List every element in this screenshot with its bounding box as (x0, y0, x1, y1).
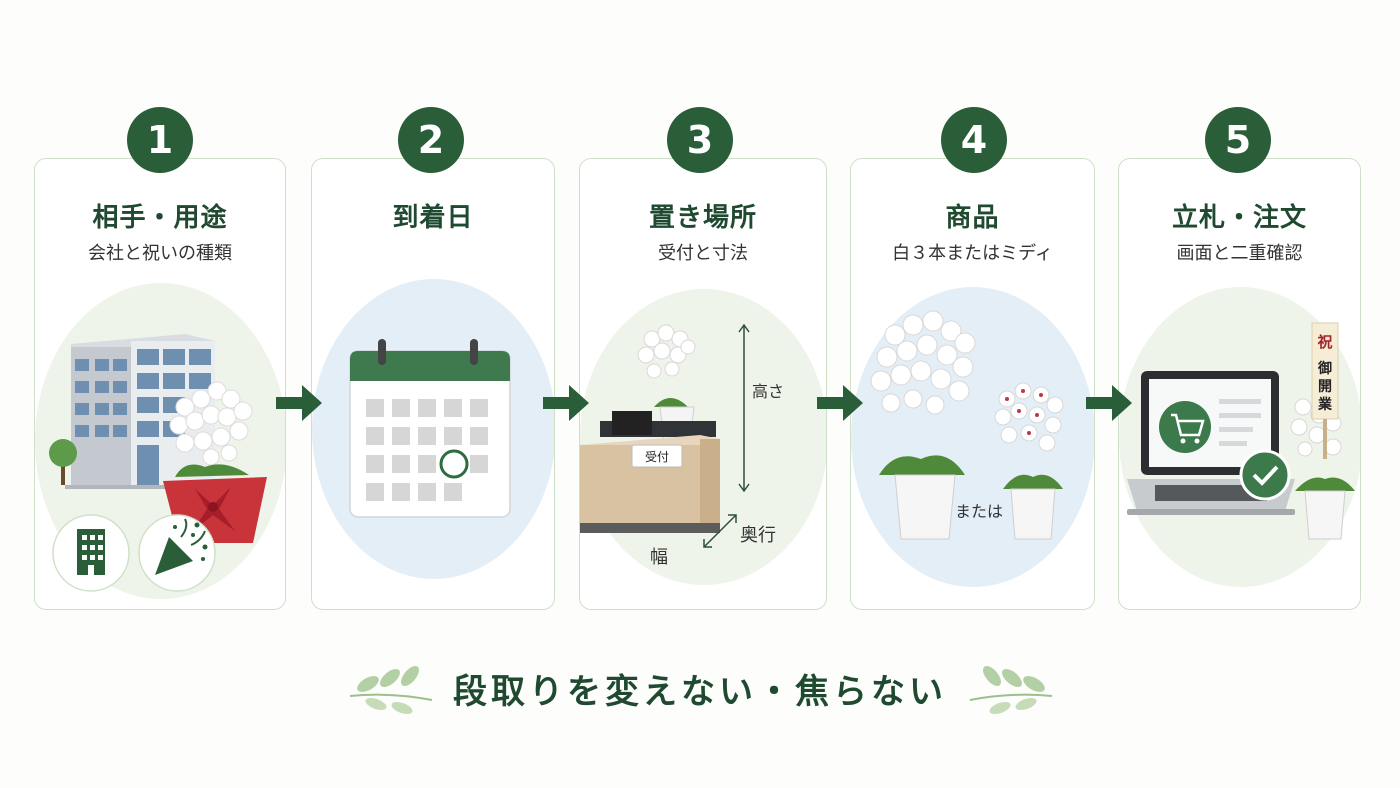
leaf-branch-left-icon (349, 666, 433, 715)
step-5-illustration: 祝 御 開 業 (1119, 287, 1360, 587)
orchid-gift-pot (163, 381, 267, 543)
step-4-subtitle: 白３本またはミディ (892, 243, 1053, 264)
height-label: 高さ (752, 382, 784, 401)
reception-sign (631, 444, 683, 468)
calendar-icon (349, 339, 511, 518)
reception-desk: 受付 (580, 411, 720, 533)
step-1-number-badge: 1 (127, 107, 193, 173)
step-3-illustration: 受付 高さ 奥行 幅 (580, 289, 826, 585)
or-label: または (955, 502, 1003, 521)
step-1-title: 相手・用途 (92, 203, 228, 233)
midi-orchid-pot (994, 382, 1064, 540)
tag-celebration-char: 祝 (1317, 333, 1332, 351)
step-5-title: 立札・注文 (1171, 203, 1307, 233)
shopping-cart-icon (1159, 401, 1211, 453)
step-4-illustration: または (851, 287, 1094, 587)
step-2-number-badge: 2 (398, 107, 464, 173)
step-1-illustration (35, 283, 285, 599)
step-4-number-badge: 4 (941, 107, 1007, 173)
tag-char-1: 御 (1317, 360, 1332, 377)
depth-label: 奥行 (740, 525, 776, 546)
step-5-number-badge: 5 (1205, 107, 1271, 173)
step-4-title: 商品 (945, 203, 1000, 233)
order-form-lines (1219, 399, 1261, 446)
height-dimension-arrow (738, 323, 750, 493)
reception-label: 受付 (645, 450, 669, 464)
step-3-card: 置き場所 受付と寸法 受付 高さ (579, 158, 827, 610)
arrow-right-icon-2 (543, 385, 589, 421)
step-2-illustration (312, 279, 554, 579)
depth-dimension-arrow (703, 514, 737, 548)
tag-char-3: 業 (1317, 396, 1333, 413)
arrow-right-icon-3 (817, 385, 863, 421)
step-5-subtitle: 画面と二重確認 (1176, 243, 1303, 264)
company-icon (52, 514, 130, 592)
slogan-text: 段取りを変えない・焦らない (453, 672, 947, 712)
checkmark-icon (1239, 449, 1291, 501)
width-label: 幅 (650, 547, 668, 568)
step-4-card: 商品 白３本またはミディ または (850, 158, 1095, 610)
step-3-title: 置き場所 (648, 203, 757, 233)
step-5-card: 立札・注文 画面と二重確認 (1118, 158, 1361, 610)
large-orchid-pot (870, 310, 976, 540)
arrow-right-icon-1 (276, 385, 322, 421)
step-2-title: 到着日 (392, 203, 474, 233)
selected-date-circle (439, 449, 469, 479)
step-3-number-badge: 3 (667, 107, 733, 173)
leaf-branch-right-icon (969, 666, 1053, 715)
party-popper-icon (138, 514, 216, 592)
step-1-card: 相手・用途 会社と祝いの種類 (34, 158, 286, 610)
celebration-tag: 祝 御 開 業 (1311, 322, 1339, 459)
step-1-subtitle: 会社と祝いの種類 (88, 243, 232, 264)
tag-char-2: 開 (1318, 379, 1332, 395)
arrow-right-icon-4 (1086, 385, 1132, 421)
step-2-card: 到着日 (311, 158, 555, 610)
step-3-subtitle: 受付と寸法 (658, 243, 748, 264)
tree-icon (49, 439, 77, 485)
